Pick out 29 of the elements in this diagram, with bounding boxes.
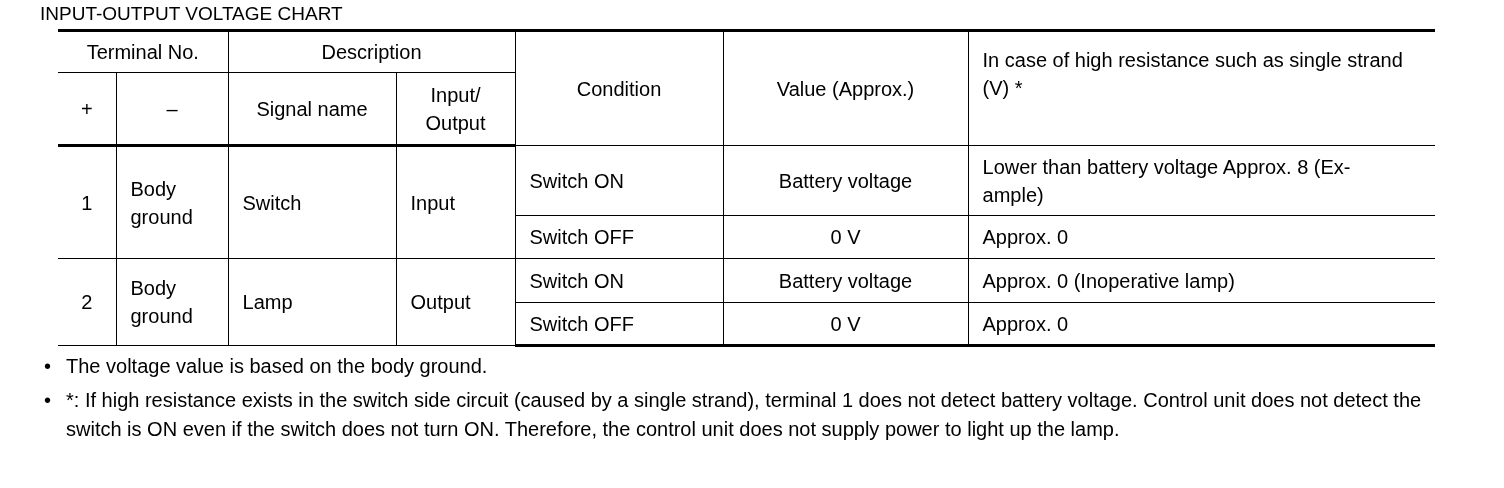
table-cell: 1 xyxy=(58,145,116,259)
bullet-point: • xyxy=(44,388,52,413)
table-cell: Switch ON xyxy=(515,258,724,303)
table-cell: Switch OFF xyxy=(515,302,724,346)
table-cell: Output xyxy=(396,258,516,346)
table-cell: Input xyxy=(396,145,516,259)
header-cell: Terminal No. xyxy=(58,30,228,73)
header-cell: Description xyxy=(228,30,516,73)
header-cell: + xyxy=(58,72,116,146)
table-cell: Switch xyxy=(228,145,396,259)
table-cell: Lamp xyxy=(228,258,396,346)
table-cell: 0 V xyxy=(723,215,969,259)
note-text: The voltage value is based on the body ground. xyxy=(66,354,488,379)
chart-title: INPUT-OUTPUT VOLTAGE CHART xyxy=(40,3,343,25)
header-cell: – xyxy=(116,72,228,146)
table-cell: 2 xyxy=(58,258,116,346)
table-cell: Body ground xyxy=(116,258,228,346)
table-cell: Body ground xyxy=(116,145,228,259)
table-cell: 0 V xyxy=(723,302,969,346)
header-cell: Value (Approx.) xyxy=(723,30,969,146)
table-cell: Battery voltage xyxy=(723,258,969,303)
table-cell: Switch ON xyxy=(515,145,724,216)
header-cell: Condition xyxy=(515,30,724,146)
header-cell: Signal name xyxy=(228,72,396,146)
note-text: *: If high resistance exists in the switch side circuit (caused by a single strand), terminal 1 does not detect battery voltage. Control unit does not detect the switch is ON even if the switch does not turn ON. Therefore, the control unit does not supply power to light up the lamp. xyxy=(66,388,1423,442)
table-cell: Battery voltage xyxy=(723,145,969,216)
table-cell: Switch OFF xyxy=(515,215,724,259)
header-cell: In case of high resistance such as single strand (V) * xyxy=(968,30,1436,146)
bullet-point: • xyxy=(44,354,52,379)
